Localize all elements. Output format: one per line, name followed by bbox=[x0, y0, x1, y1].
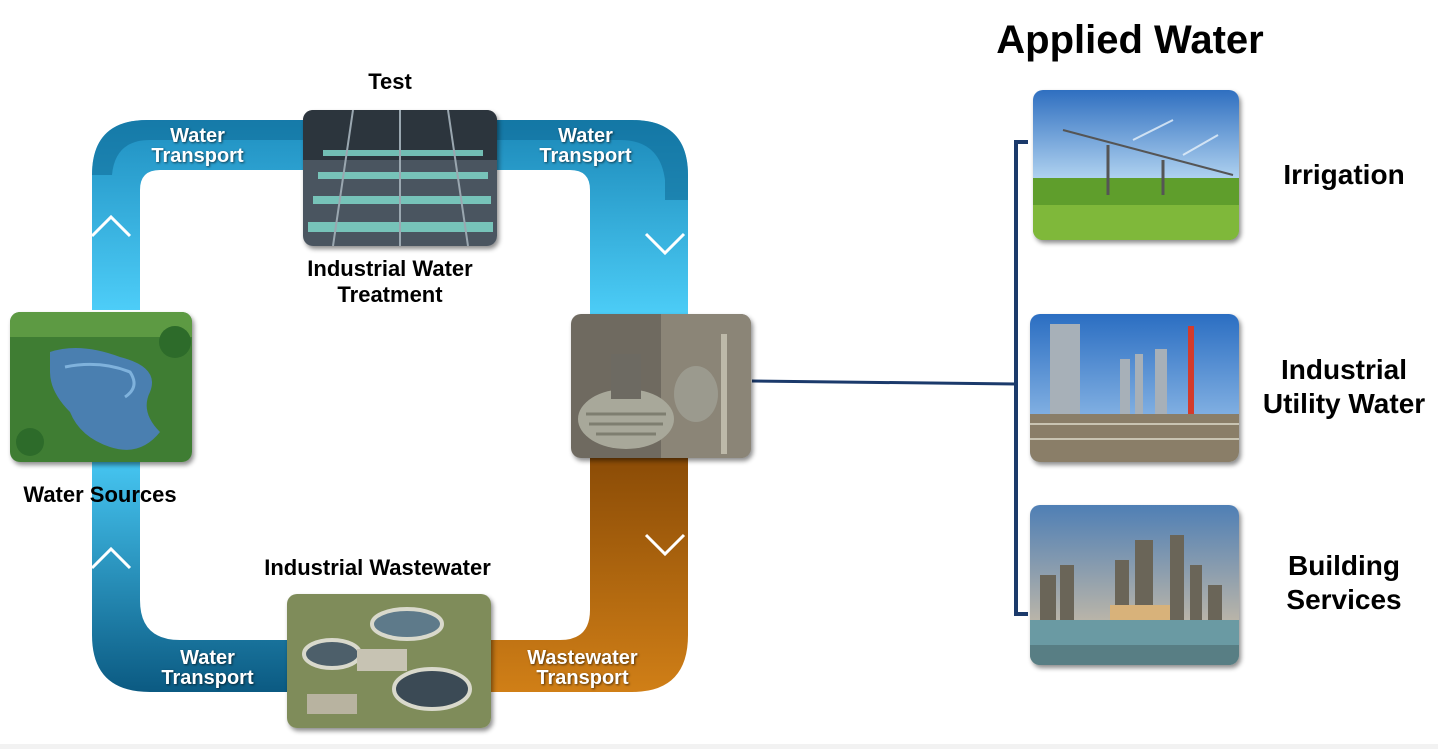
pipe-top-right bbox=[495, 120, 688, 315]
building-services-label: Building Services bbox=[1286, 550, 1402, 615]
wastewater-photo bbox=[287, 594, 491, 728]
treatment-photo bbox=[303, 110, 497, 246]
pump-photo bbox=[571, 314, 751, 458]
arrow-down-icon bbox=[644, 232, 686, 256]
pipe-bottom-right bbox=[490, 455, 688, 692]
water-sources-photo bbox=[10, 312, 192, 462]
transport-label-top-left: Water Transport bbox=[151, 125, 244, 167]
transport-label-top-right: Water Transport bbox=[539, 125, 632, 167]
transport-label-bottom-left: Water Transport bbox=[161, 647, 254, 689]
top-label: Test bbox=[368, 69, 412, 94]
arrow-up-icon bbox=[90, 214, 132, 238]
sources-label: Water Sources bbox=[23, 482, 177, 507]
pipe-top-left bbox=[92, 120, 310, 310]
industrial-utility-label: Industrial Utility Water bbox=[1262, 354, 1426, 419]
applied-bracket bbox=[1014, 140, 1028, 616]
arrow-down-icon bbox=[644, 533, 686, 557]
arrow-up-icon bbox=[90, 546, 132, 570]
transport-label-bottom-right: Wastewater Transport bbox=[527, 647, 638, 689]
bottom-divider bbox=[0, 744, 1438, 749]
wastewater-label: Industrial Wastewater bbox=[264, 555, 491, 580]
pipe-bottom-left bbox=[92, 460, 290, 692]
connector-line bbox=[751, 379, 1017, 386]
applied-water-title: Applied Water bbox=[996, 18, 1264, 62]
building-photo bbox=[1030, 505, 1239, 665]
treatment-label: Industrial Water Treatment bbox=[307, 256, 473, 308]
industrial-photo bbox=[1030, 314, 1239, 462]
irrigation-photo bbox=[1033, 90, 1239, 240]
irrigation-label: Irrigation bbox=[1283, 159, 1405, 190]
